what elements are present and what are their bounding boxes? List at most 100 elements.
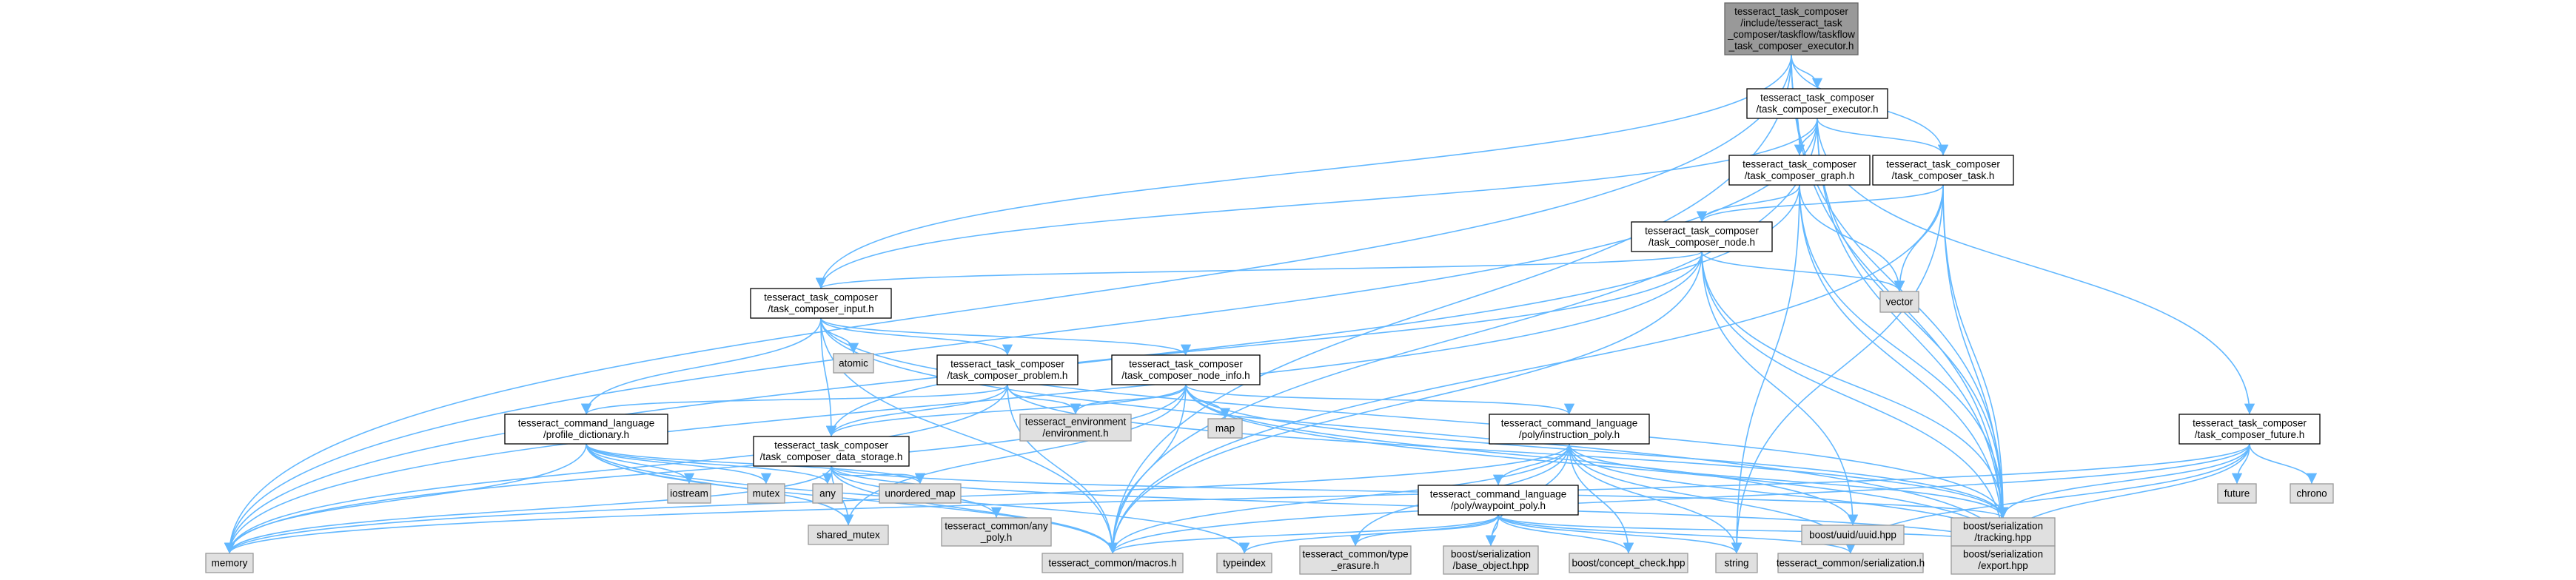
node-label-executor-0: tesseract_task_composer [1760,92,1874,104]
node-label-executor-1: /task_composer_executor.h [1756,104,1878,115]
node-problem[interactable]: tesseract_task_composer/task_composer_pr… [936,354,1079,385]
edge-instruction_poly-to-waypoint_poly [1492,443,1570,486]
edge-node_info-to-macros [1107,384,1187,554]
node-box-profile_dict [504,414,668,445]
edge-profile_dict-to-macros [586,443,1118,554]
node-layer: tesseract_task_composer/include/tesserac… [205,2,2334,575]
node-label-environment-0: tesseract_environment [1025,417,1127,428]
edge-waypoint_poly-to-type_erasure [1349,514,1499,547]
node-instruction_poly[interactable]: tesseract_command_language/poly/instruct… [1489,414,1650,445]
node-graph[interactable]: tesseract_task_composer/task_composer_gr… [1728,155,1871,186]
edge-profile_dict-to-mutex [586,443,772,485]
node-box-memory [205,553,254,573]
edge-waypoint_poly-to-string [1497,514,1743,554]
node-label-node-0: tesseract_task_composer [1645,226,1759,237]
node-label-concept_check-0: boost/concept_check.hpp [1572,557,1685,568]
node-label-root-3: _task_composer_executor.h [1728,41,1854,52]
node-label-map-0: map [1215,422,1235,434]
node-label-tracking-0: boost/serialization [1963,521,2043,532]
edge-input-to-export [820,317,2009,547]
node-unordered_map: unordered_map [879,483,962,504]
edge-node_info-to-export [1185,384,2009,547]
edge-node_info-to-instruction_poly [1185,384,1574,415]
node-box-input [750,288,892,319]
edge-node_info-to-data_storage [825,384,1187,437]
node-type_erasure: tesseract_common/type_erasure.h [1299,545,1412,575]
node-waypoint_poly[interactable]: tesseract_command_language/poly/waypoint… [1418,485,1579,516]
node-box-concept_check [1569,553,1688,573]
node-label-root-0: tesseract_task_composer [1734,6,1848,17]
node-node_info[interactable]: tesseract_task_composer/task_composer_no… [1111,354,1261,385]
node-data_storage[interactable]: tesseract_task_composer/task_composer_da… [753,436,910,467]
node-label-input-1: /task_composer_input.h [768,303,873,314]
node-label-task-0: tesseract_task_composer [1886,159,2000,170]
node-label-instruction_poly-1: /poly/instruction_poly.h [1519,429,1620,440]
edge-root-to-input [815,54,1792,289]
node-uuid: boost/uuid/uuid.hpp [1801,525,1905,545]
node-label-string-0: string [1724,557,1748,568]
node-common_serialization: tesseract_common/serialization.h [1777,553,1925,573]
node-box-executor [1746,88,1888,119]
edge-node_info-to-tracking [1185,384,2009,519]
node-concept_check: boost/concept_check.hpp [1569,553,1688,573]
node-atomic: atomic [833,353,874,374]
edge-input-to-profile_dict [580,317,822,415]
edge-node_info-to-uuid [1185,384,1859,526]
edge-node-to-export [1701,251,2009,547]
node-label-chrono-0: chrono [2296,488,2327,499]
edge-node_info-to-environment [1070,384,1187,415]
node-label-node_info-1: /task_composer_node_info.h [1121,370,1250,381]
node-label-any_poly-0: tesseract_common/any [945,521,1048,532]
edge-instruction_poly-to-tracking [1569,443,2009,519]
node-executor[interactable]: tesseract_task_composer/task_composer_ex… [1746,88,1888,119]
node-box-string [1715,553,1758,573]
node-root[interactable]: tesseract_task_composer/include/tesserac… [1724,2,1859,55]
node-label-tracking-1: /tracking.hpp [1974,532,2031,543]
edge-root-to-macros [1107,54,1792,554]
node-box-vector [1879,291,1919,313]
node-label-data_storage-1: /task_composer_data_storage.h [760,451,903,462]
edge-graph-to-vector [1799,184,1905,292]
node-box-uuid [1801,525,1905,545]
edge-instruction_poly-to-concept_check [1569,443,1634,554]
node-label-uuid-0: boost/uuid/uuid.hpp [1809,529,1896,540]
node-box-data_storage [753,436,910,467]
edge-instruction_poly-to-string [1569,443,1743,554]
edge-graph-to-string [1731,184,1800,554]
node-box-node_info [1111,354,1261,385]
node-box-root [1724,2,1859,55]
edge-executor-to-export [1817,118,2009,547]
edge-executor-to-task [1817,118,1949,156]
node-label-export-1: /export.hpp [1978,560,2028,571]
node-label-root-1: /include/tesseract_task [1740,18,1842,29]
node-box-task [1872,155,2014,186]
node-label-root-2: _composer/taskflow/taskflow [1727,29,1855,40]
node-any: any [812,483,843,504]
node-label-any-0: any [819,488,836,499]
edge-profile_dict-to-any [586,443,833,485]
edge-input-to-problem [820,317,1013,356]
node-node[interactable]: tesseract_task_composer/task_composer_no… [1631,221,1773,252]
edge-instruction_poly-to-macros [1107,443,1570,554]
edge-data_storage-to-memory [224,465,832,554]
edge-waypoint_poly-to-base_object [1485,514,1499,547]
node-label-any_poly-1: _poly.h [980,532,1013,543]
node-input[interactable]: tesseract_task_composer/task_composer_in… [750,288,892,319]
node-box-common_serialization [1777,553,1924,573]
node-export: boost/serialization/export.hpp [1951,545,2056,575]
node-box-tracking [1951,517,2056,547]
node-label-common_serialization-0: tesseract_common/serialization.h [1777,557,1925,568]
edge-node-to-vector [1701,251,1905,292]
node-box-mutex [747,483,785,504]
edge-future-to-tracking [1997,443,2250,519]
node-label-memory-0: memory [212,557,248,568]
node-future[interactable]: tesseract_task_composer/task_composer_fu… [2178,414,2321,445]
edge-node_info-to-shared_mutex [842,384,1187,526]
node-label-base_object-0: boost/serialization [1451,549,1531,560]
node-profile_dict[interactable]: tesseract_command_language/profile_dicti… [504,414,668,445]
node-box-waypoint_poly [1418,485,1579,516]
node-task[interactable]: tesseract_task_composer/task_composer_ta… [1872,155,2014,186]
node-base_object: boost/serialization/base_object.hpp [1443,545,1539,575]
node-box-node [1631,221,1773,252]
node-label-node_info-0: tesseract_task_composer [1129,359,1243,370]
